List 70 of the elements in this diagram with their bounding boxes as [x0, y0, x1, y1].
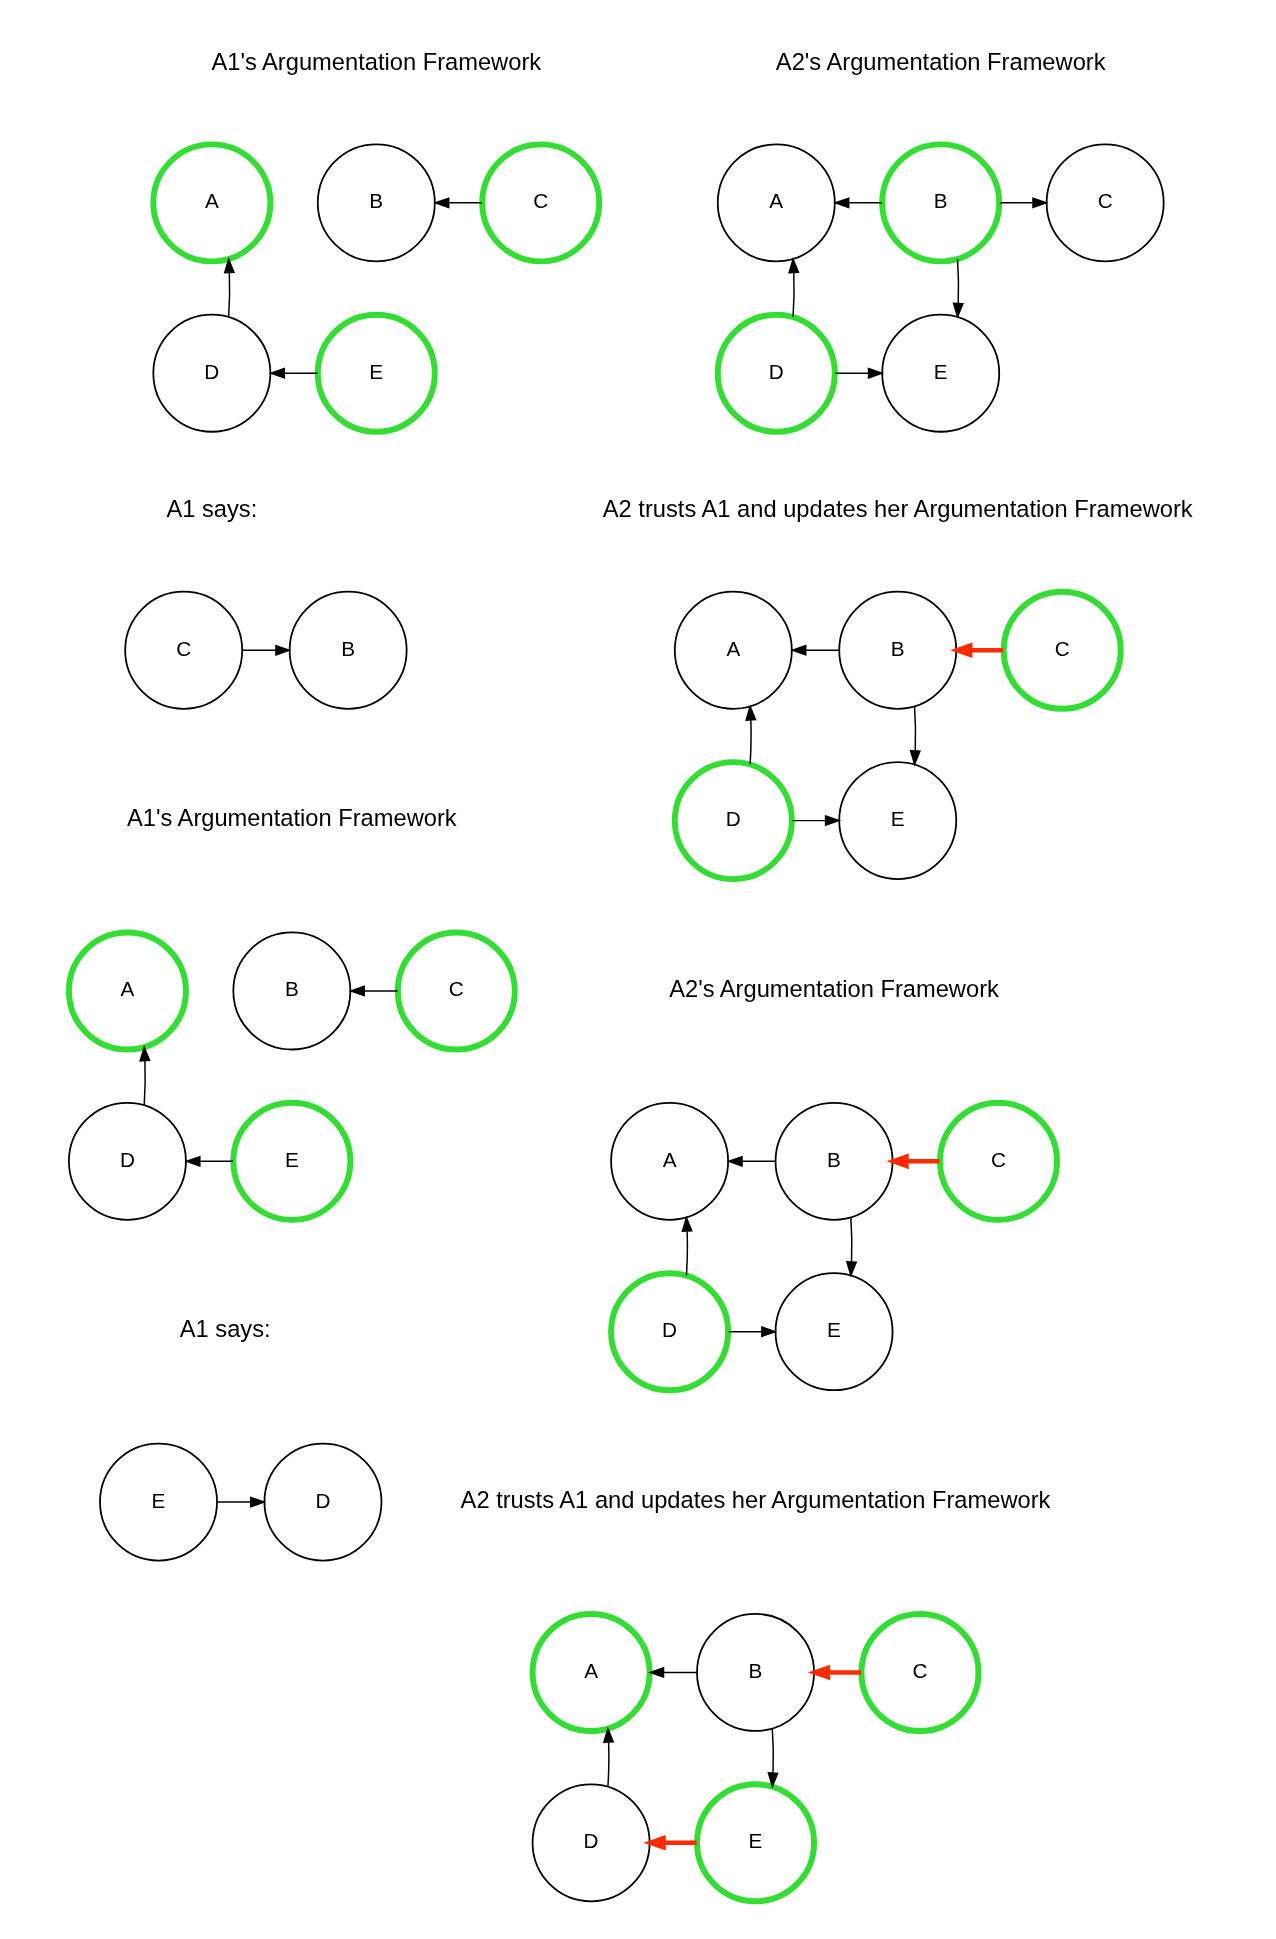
node-circle: A	[65, 929, 189, 1053]
arrow	[602, 1726, 614, 1788]
label: A1 says:	[165, 496, 257, 523]
arrow	[268, 367, 318, 379]
node-circle: C	[478, 141, 602, 265]
arrow	[727, 1326, 777, 1338]
node-circle: C	[1000, 588, 1124, 712]
node-circle: B	[878, 141, 1002, 265]
arrow	[791, 814, 841, 827]
node-circle: C	[394, 929, 518, 1053]
arrow	[183, 1155, 234, 1168]
arrow	[216, 1496, 266, 1508]
label: A2's Argumentation Framework	[668, 975, 999, 1002]
arrow	[787, 256, 799, 318]
node-circle: E	[314, 311, 438, 435]
node-circle: E	[693, 1781, 817, 1905]
node-circle: A	[716, 143, 836, 263]
node-circle: E	[880, 313, 1000, 433]
arrow	[909, 705, 921, 767]
node-circle: D	[263, 1442, 382, 1562]
node-circle: B	[774, 1101, 893, 1221]
node-circle: D	[151, 313, 271, 433]
node-circle: A	[673, 590, 793, 710]
label: A1 says:	[179, 1316, 271, 1343]
arrow	[744, 704, 757, 765]
label: A1's Argumentation Framework	[126, 805, 457, 832]
arrow	[725, 1155, 776, 1168]
node-circle: C	[1045, 143, 1165, 263]
arrow	[223, 256, 235, 318]
node-circle: A	[149, 141, 273, 265]
node-circle: C	[936, 1099, 1060, 1223]
arrow	[834, 367, 884, 379]
arrow	[789, 644, 840, 656]
arrow	[432, 197, 483, 209]
node-circle: E	[98, 1442, 218, 1562]
node-circle: E	[774, 1272, 893, 1392]
node-circle: D	[607, 1270, 731, 1394]
arrow	[241, 644, 292, 656]
node-circle: A	[609, 1101, 729, 1221]
node-circle: C	[858, 1610, 981, 1734]
arrow	[832, 197, 883, 209]
node-circle: D	[531, 1783, 650, 1903]
node-circle: B	[316, 143, 436, 263]
arrow	[138, 1045, 151, 1106]
node-circle: D	[714, 311, 838, 435]
arrow	[949, 642, 1003, 659]
node-circle: D	[67, 1101, 187, 1221]
node-circle: B	[695, 1613, 815, 1732]
node-circle: E	[229, 1099, 353, 1223]
arrow	[807, 1664, 861, 1681]
arrow	[998, 197, 1049, 209]
arrow	[647, 1666, 697, 1679]
label: A2's Argumentation Framework	[775, 48, 1106, 75]
node-circle: B	[837, 590, 957, 710]
arrow	[845, 1216, 857, 1278]
node-circle: E	[837, 761, 957, 880]
node-circle: A	[529, 1610, 653, 1734]
label: A1's Argumentation Framework	[210, 48, 541, 75]
label: A2 trusts A1 and updates her Argumentation Framework	[602, 496, 1193, 523]
arrow	[348, 985, 398, 997]
arrow	[885, 1153, 940, 1170]
arrow	[680, 1215, 693, 1277]
label: A2 trusts A1 and updates her Argumentation Framework	[460, 1486, 1050, 1513]
node-circle: D	[671, 759, 795, 883]
arrow	[766, 1728, 779, 1789]
arrow	[642, 1835, 697, 1851]
node-circle: B	[231, 931, 351, 1051]
node-circle: B	[288, 590, 408, 710]
node-circle: C	[123, 590, 243, 710]
arrow	[952, 258, 964, 320]
